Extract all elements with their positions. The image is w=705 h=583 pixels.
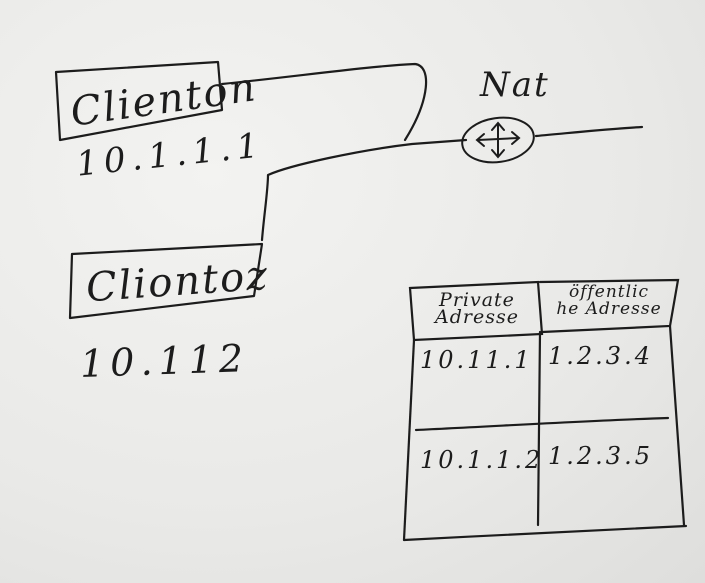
- link-client2: [260, 138, 468, 242]
- link-client1: [220, 62, 428, 142]
- table-cell-public-1: 1.2.3.4: [548, 342, 653, 370]
- table-header-public-line1: öffentlic: [568, 282, 650, 302]
- router-arrows-icon: [461, 116, 535, 164]
- table-cell-private-1: 10.11.1: [420, 346, 533, 374]
- table-header-public: öffentlic he Adresse: [542, 284, 676, 318]
- table-header-private-line1: Private: [439, 289, 515, 311]
- table-header-public-line2: he Adresse: [556, 299, 662, 319]
- nat-table: [402, 278, 688, 542]
- table-cell-public-2: 1.2.3.5: [548, 442, 653, 470]
- client1-box: [54, 60, 224, 142]
- client2-name: Cliontoz: [84, 252, 271, 312]
- table-header-private: Private Adresse: [418, 289, 536, 328]
- nat-label: Nat: [480, 65, 550, 105]
- client2-ip: 10.112: [79, 336, 250, 386]
- table-header-private-line2: Adresse: [435, 306, 519, 328]
- link-internet: [534, 125, 644, 138]
- table-cell-private-2: 10.1.1.2: [420, 446, 544, 474]
- client2-box: [68, 242, 264, 320]
